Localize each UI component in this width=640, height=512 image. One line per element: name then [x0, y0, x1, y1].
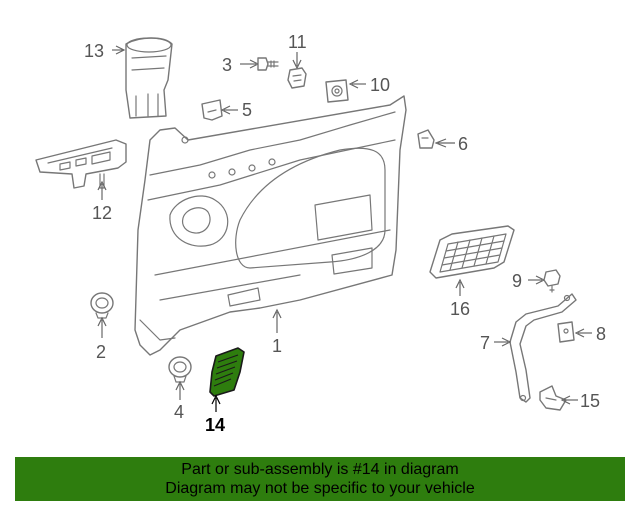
part-7-strap — [494, 293, 577, 403]
banner-line-2: Diagram may not be specific to your vehi… — [165, 480, 475, 497]
banner-line-1: Part or sub-assembly is #14 in diagram — [181, 461, 459, 478]
part-4-clip — [168, 356, 192, 400]
part-15-bracket — [539, 385, 578, 411]
callout-5: 5 — [242, 100, 252, 120]
callout-13: 13 — [84, 41, 104, 61]
callout-7: 7 — [480, 333, 490, 353]
callout-6: 6 — [458, 134, 468, 154]
part-11-clip — [287, 52, 307, 89]
part-10-grommet — [325, 79, 366, 103]
part-2-clip — [90, 292, 114, 338]
callout-9: 9 — [512, 271, 522, 291]
callout-15: 15 — [580, 391, 600, 411]
part-16-vent-grille — [429, 225, 515, 296]
part-12-switch-bezel — [35, 139, 127, 200]
callout-11: 11 — [288, 32, 307, 52]
callout-14: 14 — [205, 415, 225, 435]
part-6-retainer — [417, 129, 455, 149]
part-8-plate — [557, 321, 592, 343]
part-13-cup-holder — [112, 37, 173, 119]
callout-4: 4 — [174, 402, 184, 422]
part-9-bolt — [528, 269, 561, 293]
callout-10: 10 — [370, 75, 390, 95]
part-3-screw — [240, 57, 279, 71]
callout-12: 12 — [92, 203, 112, 223]
part-1-quarter-trim-panel — [134, 95, 407, 356]
part-5-bracket — [201, 99, 238, 121]
info-banner: Part or sub-assembly is #14 in diagram D… — [15, 457, 625, 501]
callout-2: 2 — [96, 342, 106, 362]
callout-16: 16 — [450, 299, 470, 319]
callout-1: 1 — [272, 336, 282, 356]
callout-8: 8 — [596, 324, 606, 344]
part-14-grille-highlighted[interactable] — [209, 347, 245, 412]
callout-3: 3 — [222, 55, 232, 75]
